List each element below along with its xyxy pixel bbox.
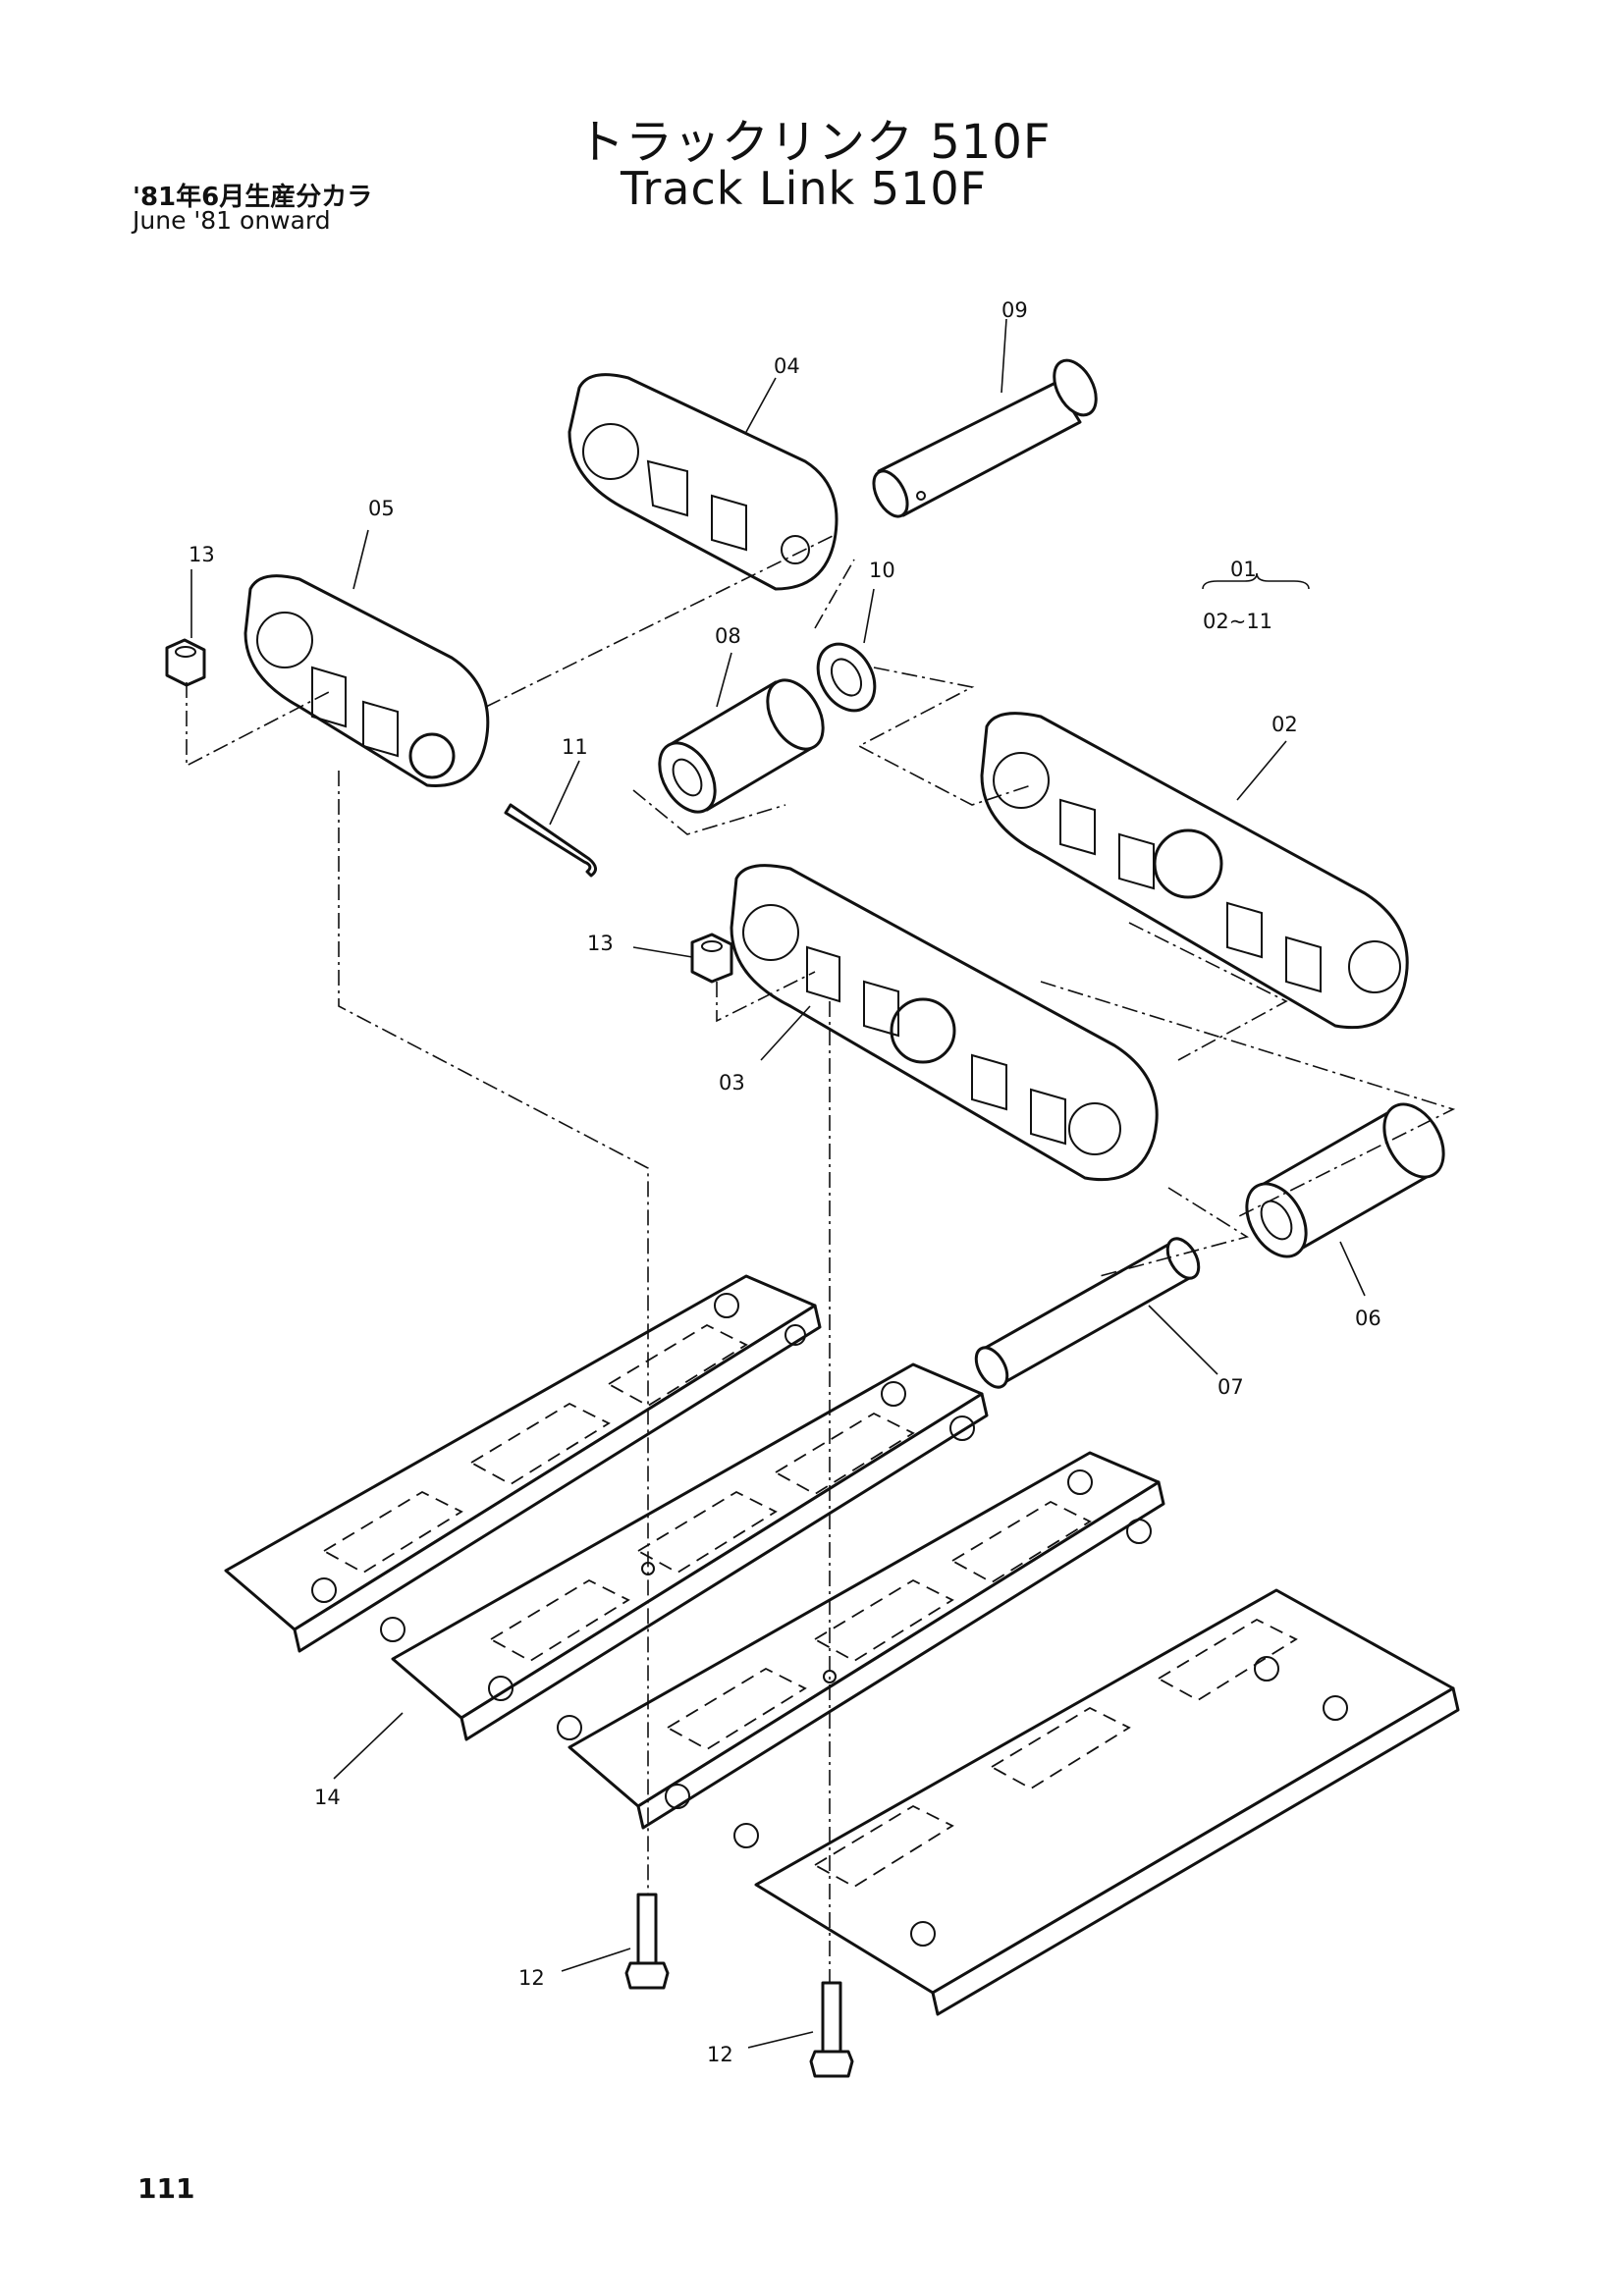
shoe-plate-2 [391, 1362, 989, 1741]
link-02 [980, 712, 1409, 1030]
shoe-plate-1 [224, 1274, 822, 1653]
bushing-06 [1245, 1102, 1445, 1258]
callout-05: 05 [368, 497, 395, 520]
nut-13-upper [165, 638, 206, 687]
callout-14: 14 [314, 1786, 341, 1809]
nut-13-lower [690, 933, 733, 984]
callout-09: 09 [1001, 298, 1028, 322]
shoe-plate-3 [568, 1451, 1165, 1848]
callout-08: 08 [715, 624, 741, 648]
callout-07: 07 [1217, 1375, 1244, 1399]
bolt-12-right [809, 1981, 854, 2078]
link-05 [243, 574, 490, 787]
assembly-number: 01 [1230, 558, 1257, 581]
seal-10 [816, 642, 877, 713]
pin-07 [974, 1237, 1201, 1389]
callout-12-right: 12 [707, 2043, 733, 2066]
callout-11: 11 [562, 735, 588, 759]
callout-03: 03 [719, 1071, 745, 1095]
assembly-range: 02~11 [1203, 610, 1272, 633]
callout-10: 10 [869, 559, 895, 582]
bolt-12-left [624, 1893, 670, 1990]
callout-13-lower: 13 [587, 932, 614, 955]
page-number: 111 [137, 2172, 195, 2205]
assembly-lines [186, 534, 1456, 1983]
pin-11 [504, 803, 597, 878]
callout-12-left: 12 [518, 1966, 545, 1990]
link-04 [568, 373, 839, 591]
page-title-japanese: トラックリンク 510F [577, 115, 1052, 170]
callout-13-upper: 13 [189, 543, 215, 566]
production-note-english: June '81 onward [133, 206, 331, 235]
callout-04: 04 [774, 354, 800, 378]
callout-02: 02 [1271, 713, 1298, 736]
shoe-plate-4 [754, 1588, 1460, 2016]
track-shoe-plates [224, 1274, 1460, 2016]
production-note-japanese: '81年6月生産分カラ [133, 183, 373, 212]
pin-09 [872, 358, 1098, 518]
callout-labels: 09 04 05 13 10 01 02~11 08 11 02 13 03 0… [189, 298, 1381, 2066]
link-03 [730, 864, 1159, 1182]
callout-06: 06 [1355, 1307, 1381, 1330]
bushing-08 [658, 678, 825, 814]
leader-lines [190, 318, 1366, 2049]
page-title-english: Track Link 510F [621, 162, 988, 215]
